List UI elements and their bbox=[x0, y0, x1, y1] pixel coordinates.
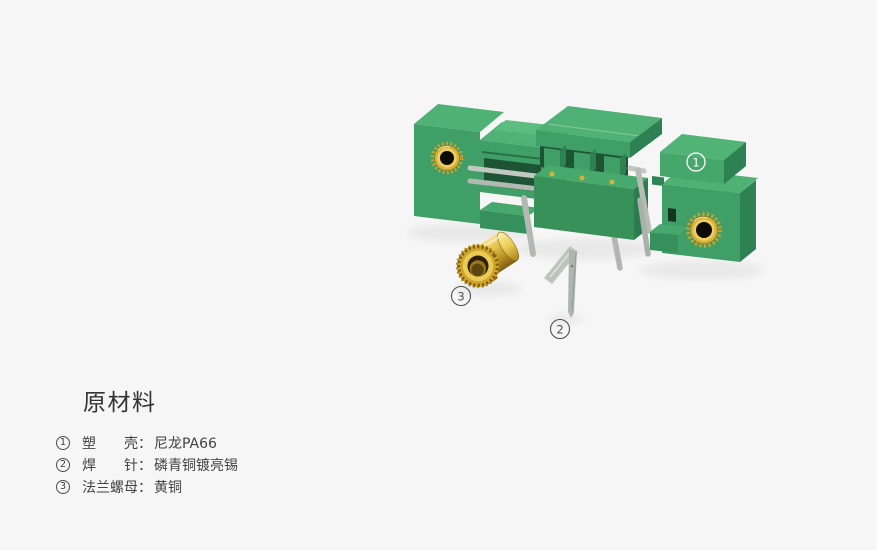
header-teeth bbox=[544, 145, 626, 178]
pin-contacts-gold bbox=[549, 171, 615, 185]
flange-nut bbox=[455, 231, 520, 289]
legend-item-2: 2 焊 针： 磷青铜镀亮锡 bbox=[56, 454, 238, 476]
plug-housing-left bbox=[414, 104, 567, 257]
legend-item-1: 1 塑 壳： 尼龙PA66 bbox=[56, 432, 238, 454]
solder-pin bbox=[544, 246, 578, 318]
callout-1-badge: 1 bbox=[686, 152, 706, 172]
callout-2-badge: 2 bbox=[549, 318, 571, 340]
circled-number-3: 3 bbox=[56, 480, 70, 494]
material-label: 法兰螺母： bbox=[82, 480, 152, 496]
header-pins-left bbox=[467, 165, 542, 257]
circled-number-2: 2 bbox=[56, 458, 70, 472]
pin-header-middle bbox=[534, 106, 662, 271]
flange-nut-eyelet-left bbox=[430, 141, 464, 175]
material-value: 黄铜 bbox=[154, 480, 182, 496]
callout-3-badge: 3 bbox=[450, 285, 472, 307]
callout-3-number: 3 bbox=[457, 290, 464, 304]
material-label: 焊 针： bbox=[82, 458, 152, 474]
legend-title: 原材料 bbox=[83, 390, 157, 416]
material-value: 尼龙PA66 bbox=[154, 436, 217, 452]
materials-legend: 原材料 1 塑 壳： 尼龙PA66 2 焊 针： 磷青铜镀亮锡 3 法兰螺母： … bbox=[56, 388, 238, 498]
legend-item-3: 3 法兰螺母： 黄铜 bbox=[56, 476, 238, 498]
header-pins-middle bbox=[627, 165, 652, 257]
flange-nut-eyelet-right bbox=[686, 212, 722, 248]
circled-number-1: 1 bbox=[56, 436, 70, 450]
material-label: 塑 壳： bbox=[82, 436, 152, 452]
callout-1-number: 1 bbox=[692, 156, 699, 170]
material-value: 磷青铜镀亮锡 bbox=[154, 458, 238, 474]
callout-2-number: 2 bbox=[556, 323, 563, 337]
plug-housing-right: 1 bbox=[650, 134, 758, 262]
